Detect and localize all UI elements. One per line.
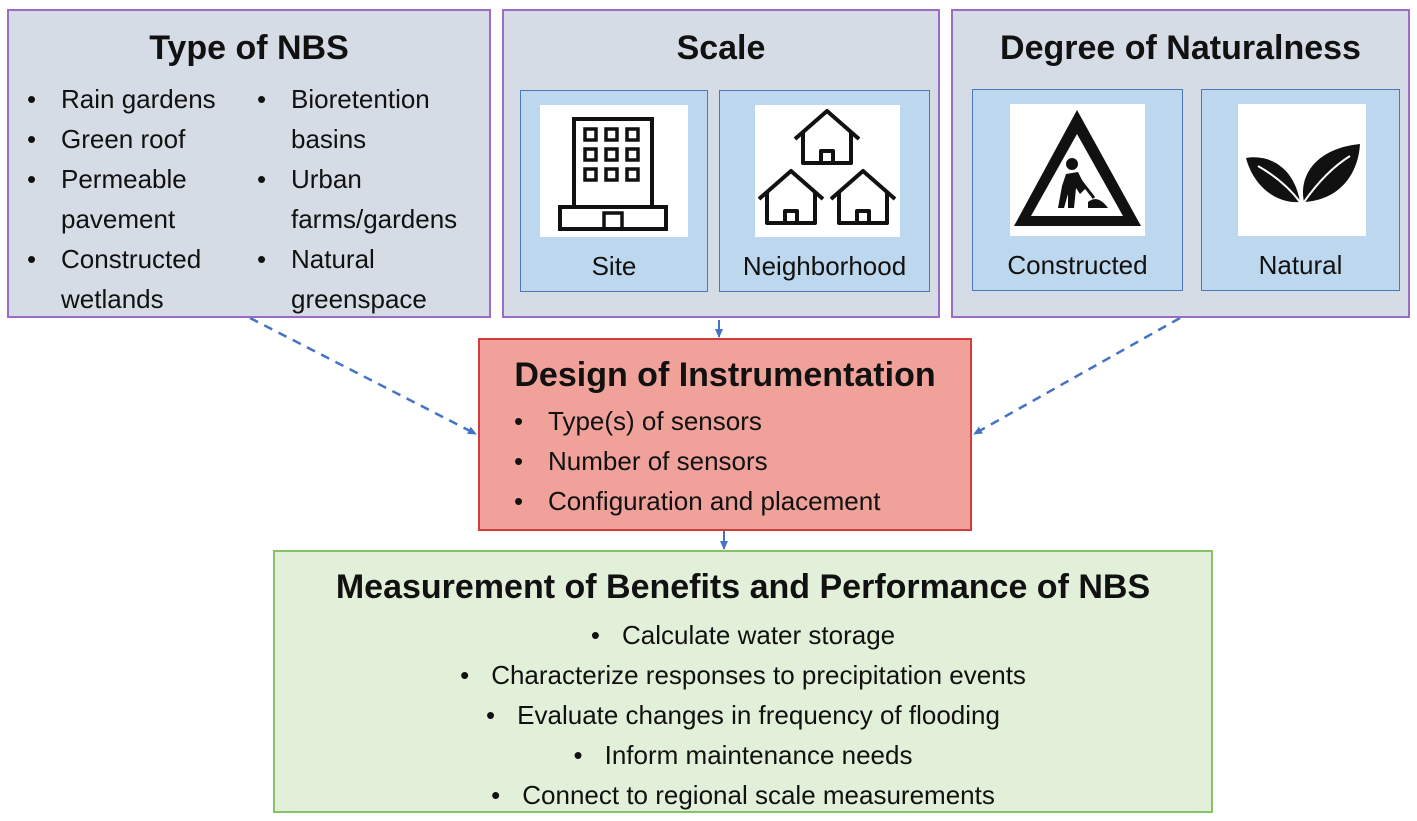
- houses-icon: [755, 105, 900, 237]
- list-item: Rain gardens: [25, 79, 243, 119]
- list-item: Natural greenspace: [255, 239, 466, 319]
- leaves-icon: [1238, 104, 1366, 236]
- nbs-type-list-left: Rain gardens Green roof Permeable paveme…: [25, 79, 243, 319]
- dashed-arrow-naturalness-to-design: [973, 316, 1181, 436]
- site-label: Site: [591, 251, 637, 281]
- constructed-label: Constructed: [1007, 250, 1148, 280]
- type-of-nbs-title: Type of NBS: [149, 29, 349, 67]
- list-item: Type(s) of sensors: [512, 401, 962, 441]
- list-item: Bioretention basins: [255, 79, 466, 159]
- nbs-type-list-right: Bioretention basins Urban farms/gardens …: [255, 79, 487, 319]
- measurement-list: Calculate water storage Characterize res…: [275, 615, 1211, 815]
- measurement-box: Measurement of Benefits and Performance …: [273, 550, 1213, 813]
- type-of-nbs-panel: Type of NBS Rain gardens Green roof Perm…: [7, 9, 491, 318]
- design-of-instrumentation-box: Design of Instrumentation Type(s) of sen…: [478, 338, 972, 531]
- dashed-arrow-type-to-design: [249, 316, 477, 436]
- design-title: Design of Instrumentation: [514, 356, 936, 394]
- neighborhood-scale-box: Neighborhood: [719, 90, 930, 292]
- list-item: Evaluate changes in frequency of floodin…: [275, 695, 1211, 735]
- naturalness-title: Degree of Naturalness: [1000, 29, 1361, 67]
- natural-box: Natural: [1201, 89, 1400, 291]
- list-item: Constructed wetlands: [25, 239, 246, 319]
- scale-title: Scale: [676, 29, 766, 67]
- scale-panel: Scale Site: [502, 9, 940, 318]
- list-item: Number of sensors: [512, 441, 962, 481]
- list-item: Connect to regional scale measurements: [275, 775, 1211, 815]
- list-item: Configuration and placement: [512, 481, 962, 521]
- building-icon: [540, 105, 688, 237]
- list-item: Urban farms/gardens: [255, 159, 491, 239]
- construction-sign-icon: [1010, 104, 1145, 236]
- degree-of-naturalness-panel: Degree of Naturalness Constructed Natura…: [951, 9, 1410, 318]
- site-scale-box: Site: [520, 90, 708, 292]
- list-item: Inform maintenance needs: [275, 735, 1211, 775]
- measurement-title: Measurement of Benefits and Performance …: [335, 568, 1151, 606]
- list-item: Characterize responses to precipitation …: [275, 655, 1211, 695]
- list-item: Calculate water storage: [275, 615, 1211, 655]
- neighborhood-label: Neighborhood: [742, 251, 907, 281]
- list-item: Green roof: [25, 119, 243, 159]
- constructed-box: Constructed: [972, 89, 1183, 291]
- natural-label: Natural: [1258, 250, 1343, 280]
- list-item: Permeable pavement: [25, 159, 221, 239]
- design-list: Type(s) of sensors Number of sensors Con…: [512, 401, 962, 521]
